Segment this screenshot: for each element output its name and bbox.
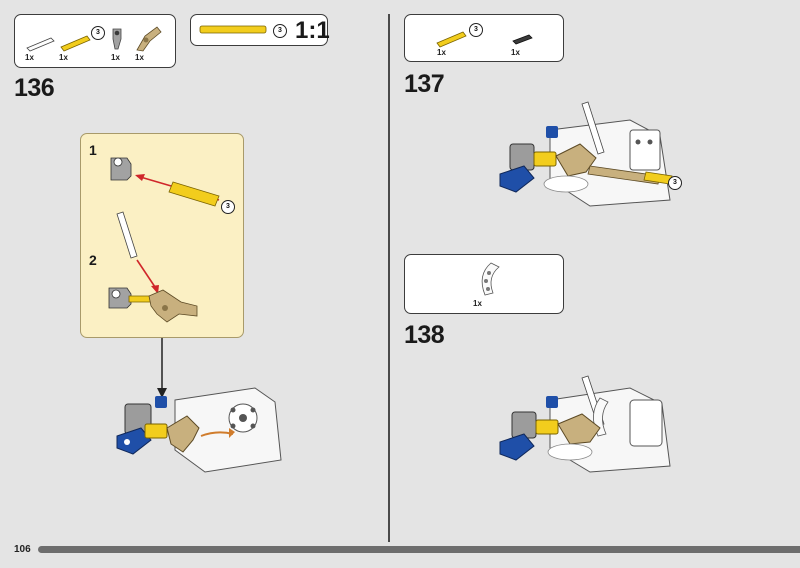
axle-size-badge: 3 bbox=[668, 176, 682, 190]
part-qty: 1x bbox=[473, 299, 482, 308]
step-number-137: 137 bbox=[404, 70, 445, 98]
yellow-axle-part bbox=[60, 35, 91, 52]
scale-label: 1:1 bbox=[295, 17, 330, 44]
part-qty: 1x bbox=[59, 53, 68, 62]
axle-size-badge: 3 bbox=[469, 23, 483, 37]
axle-size-badge: 3 bbox=[91, 26, 105, 40]
parts-list-step-138: 1x bbox=[404, 254, 564, 314]
step-number-138: 138 bbox=[404, 321, 445, 349]
step-136-model bbox=[116, 387, 282, 473]
substep-number: 2 bbox=[89, 252, 97, 268]
page-divider bbox=[388, 14, 390, 542]
yellow-axle-part bbox=[436, 31, 467, 48]
axle-size-badge: 3 bbox=[221, 200, 235, 214]
page-progress-bar bbox=[38, 546, 800, 553]
tan-angle-connector-part bbox=[136, 26, 162, 52]
parts-list-step-137: 3 1x 1x bbox=[404, 14, 564, 62]
yellow-axle-scale bbox=[199, 25, 267, 34]
part-qty: 1x bbox=[135, 53, 144, 62]
substep-number: 1 bbox=[89, 142, 97, 158]
white-curved-beam-part bbox=[481, 262, 500, 296]
step-137-model bbox=[499, 101, 673, 207]
white-axle-part bbox=[26, 37, 55, 52]
step-138-model bbox=[499, 375, 671, 473]
sub-assembly-callout: 1 2 3 bbox=[80, 133, 244, 338]
page-number: 106 bbox=[14, 544, 31, 555]
step-number-136: 136 bbox=[14, 74, 55, 102]
callout-pointer-arrow bbox=[157, 338, 167, 398]
part-qty: 1x bbox=[25, 53, 34, 62]
parts-list-step-136: 1x 3 1x 1x 1x bbox=[14, 14, 176, 68]
part-qty: 1x bbox=[437, 48, 446, 57]
grey-connector-part bbox=[112, 28, 122, 50]
scale-size-badge: 3 bbox=[273, 24, 287, 38]
black-axle-pin-part bbox=[512, 34, 533, 45]
part-qty: 1x bbox=[511, 48, 520, 57]
part-qty: 1x bbox=[111, 53, 120, 62]
substep-2-illustration bbox=[108, 211, 198, 323]
scale-reference-box: 3 1:1 bbox=[190, 14, 330, 46]
substep-1-illustration bbox=[110, 157, 220, 207]
